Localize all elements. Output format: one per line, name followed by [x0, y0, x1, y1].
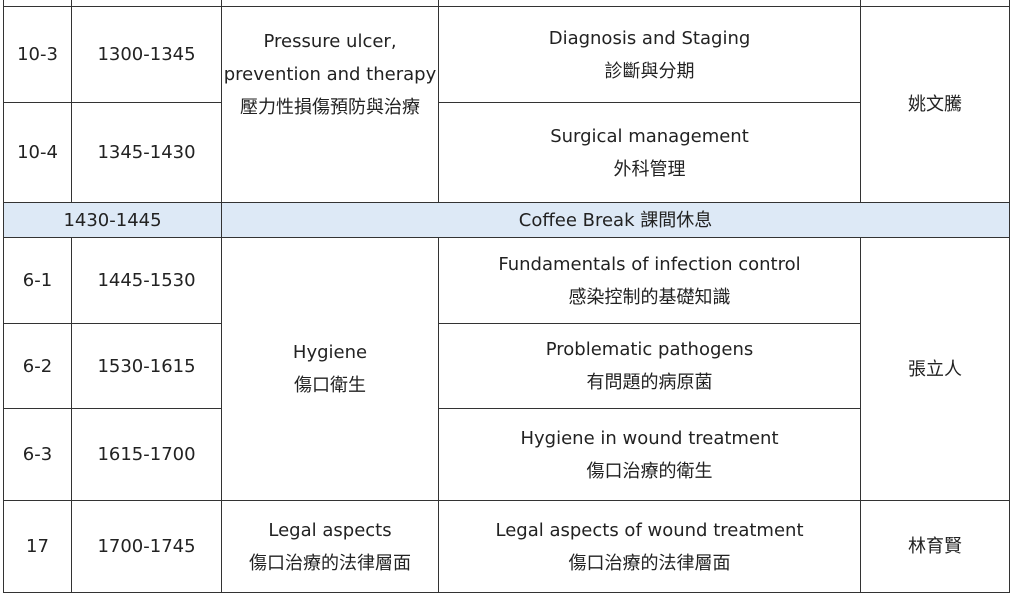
session-code: 6-1: [3, 237, 72, 324]
module-cell: Hygiene 傷口衛生: [221, 237, 439, 501]
module-title-zh: 傷口治療的法律層面: [249, 552, 411, 574]
topic-en: Legal aspects of wound treatment: [495, 519, 804, 541]
session-time: 1700-1745: [71, 500, 222, 593]
module-cell: Legal aspects 傷口治療的法律層面: [221, 500, 439, 593]
topic-cell: Hygiene in wound treatment 傷口治療的衛生: [438, 408, 861, 501]
topic-en: Fundamentals of infection control: [498, 253, 801, 275]
session-code: 10-4: [3, 102, 72, 203]
schedule-table: 10-3 1300-1345 Pressure ulcer, preventio…: [3, 0, 1010, 593]
table-row: 6-1 1445-1530 Hygiene 傷口衛生 Fundamentals …: [3, 237, 1010, 501]
session-code: 6-2: [3, 323, 72, 409]
table-row: 10-3 1300-1345 Pressure ulcer, preventio…: [3, 6, 1010, 203]
module-title-en: Pressure ulcer,: [263, 31, 397, 52]
module-title-en: Hygiene: [292, 342, 368, 363]
topic-en: Diagnosis and Staging: [548, 27, 751, 49]
topic-zh: 有問題的病原菌: [586, 372, 713, 393]
topic-en: Surgical management: [550, 125, 749, 147]
break-time: 1430-1445: [3, 202, 222, 238]
module-title-en: Legal aspects: [268, 519, 392, 541]
break-row: 1430-1445 Coffee Break 課間休息: [3, 202, 1010, 238]
session-code: 6-3: [3, 408, 72, 501]
table-row: 17 1700-1745 Legal aspects 傷口治療的法律層面 Leg…: [3, 500, 1010, 593]
session-time: 1615-1700: [71, 408, 222, 501]
session-time: 1530-1615: [71, 323, 222, 409]
topic-en: Problematic pathogens: [545, 339, 754, 360]
break-label: Coffee Break 課間休息: [221, 202, 1010, 238]
speaker-cell: 林育賢: [860, 500, 1010, 593]
topic-zh: 外科管理: [613, 158, 686, 180]
topic-en: Hygiene in wound treatment: [520, 427, 779, 449]
speaker-cell: 姚文騰: [860, 6, 1010, 203]
module-title-zh: 傷口衛生: [294, 375, 366, 396]
session-code: 17: [3, 500, 72, 593]
module-title-zh: 壓力性損傷預防與治療: [240, 97, 420, 118]
speaker-cell: 張立人: [860, 237, 1010, 501]
topic-zh: 傷口治療的衛生: [586, 460, 713, 482]
table-row: 6-3 1615-1700 Hygiene in wound treatment…: [3, 408, 1010, 501]
module-cell: Pressure ulcer, prevention and therapy 壓…: [221, 6, 439, 203]
module-title-en: prevention and therapy: [223, 64, 437, 85]
session-time: 1300-1345: [71, 6, 222, 103]
session-time: 1345-1430: [71, 102, 222, 203]
topic-cell: Problematic pathogens 有問題的病原菌: [438, 323, 861, 409]
topic-zh: 傷口治療的法律層面: [568, 552, 731, 574]
topic-zh: 感染控制的基礎知識: [568, 286, 731, 308]
topic-cell: Legal aspects of wound treatment 傷口治療的法律…: [438, 500, 861, 593]
topic-cell: Diagnosis and Staging 診斷與分期: [438, 6, 861, 103]
topic-cell: Surgical management 外科管理: [438, 102, 861, 203]
table-row: 6-2 1530-1615 Problematic pathogens 有問題的…: [3, 323, 1010, 409]
topic-zh: 診斷與分期: [604, 60, 695, 82]
session-code: 10-3: [3, 6, 72, 103]
table-row: 10-4 1345-1430 Surgical management 外科管理: [3, 102, 1010, 203]
topic-cell: Fundamentals of infection control 感染控制的基…: [438, 237, 861, 324]
session-time: 1445-1530: [71, 237, 222, 324]
